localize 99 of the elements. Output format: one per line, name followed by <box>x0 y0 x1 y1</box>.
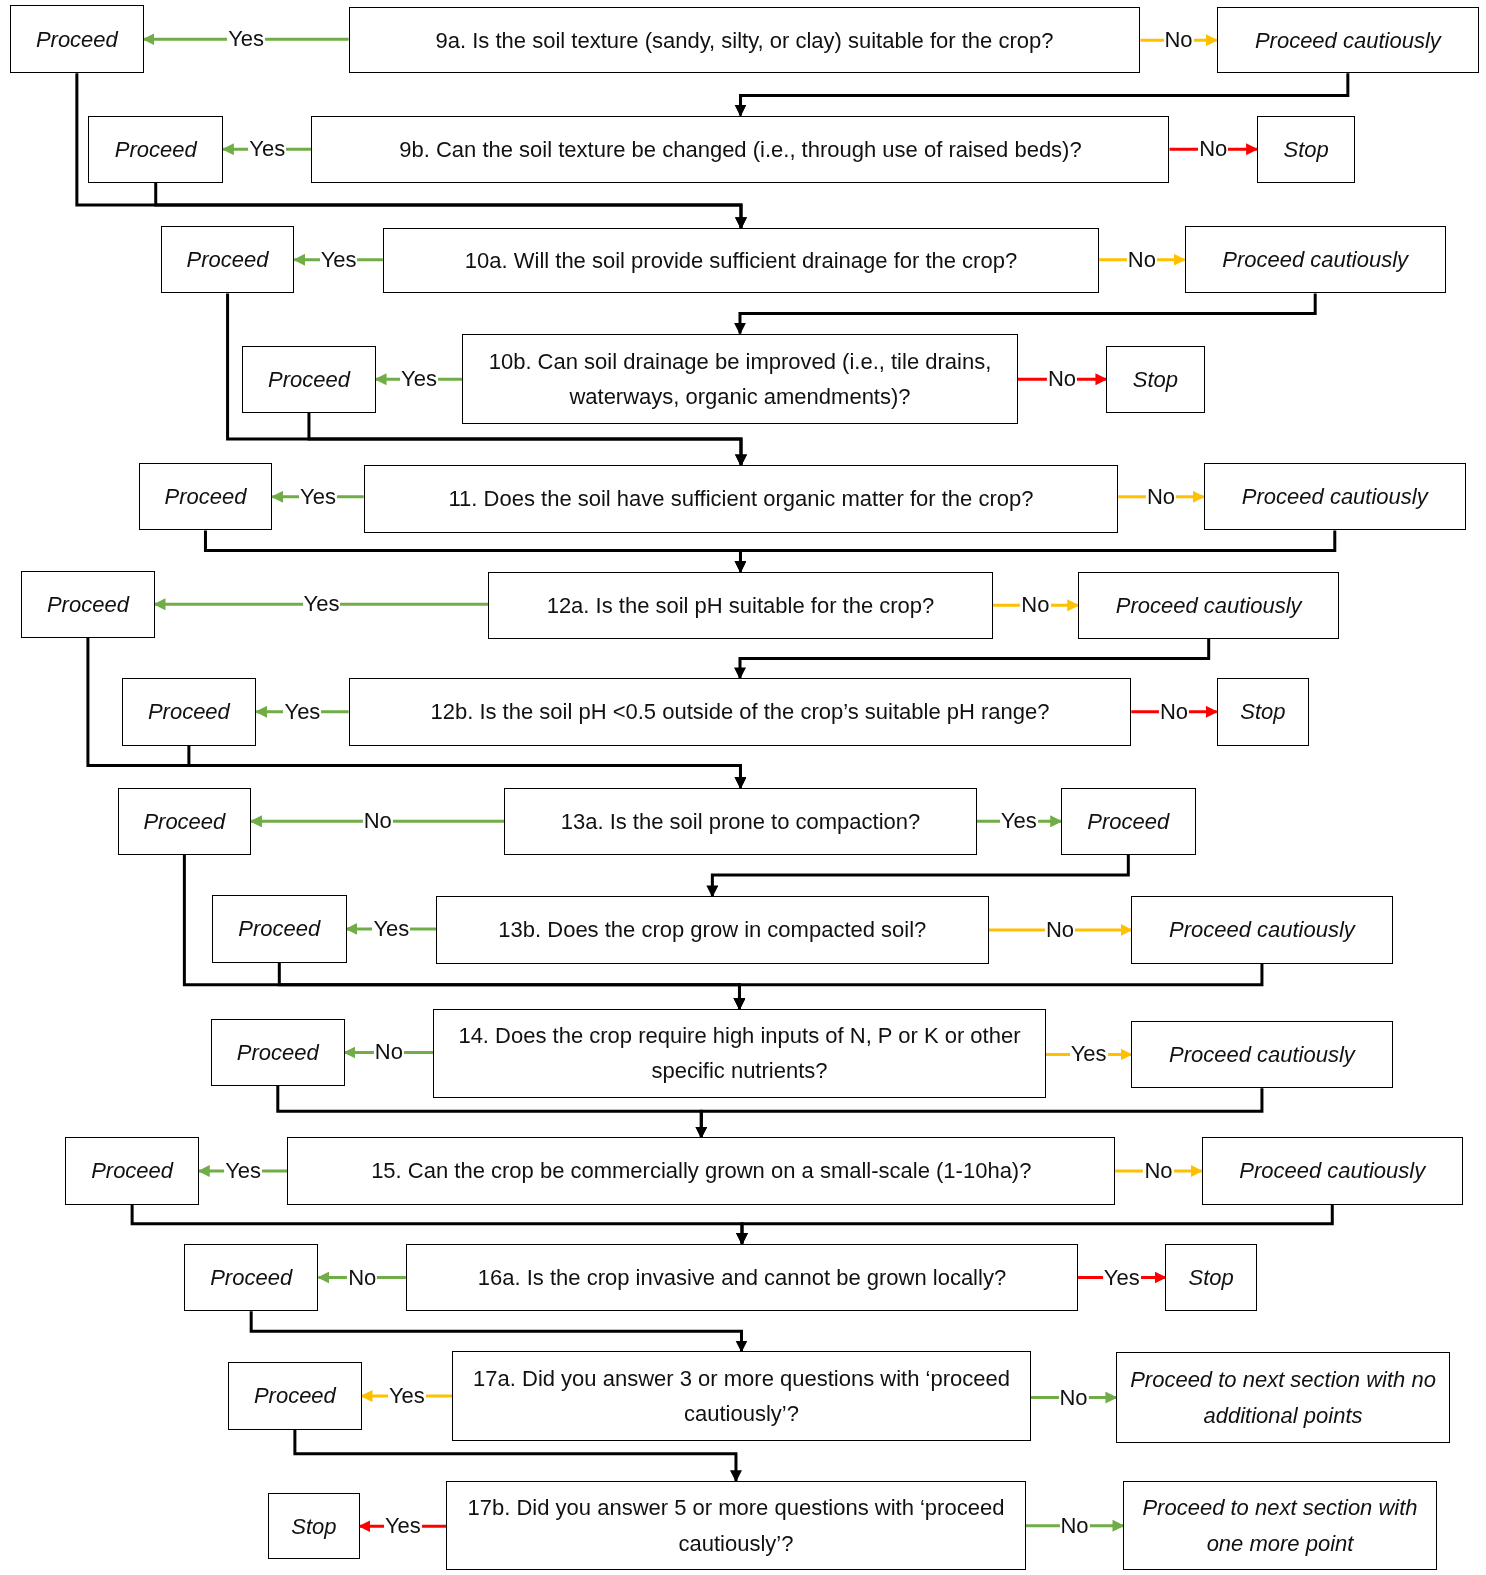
outcome-text: Proceed <box>236 1038 319 1067</box>
question-box <box>287 1137 1116 1205</box>
flow-arrow <box>734 530 1337 573</box>
question-box <box>488 571 993 639</box>
question-text: 12b. Is the soil pH <0.5 outside of the crop’s suitable pH range? <box>430 698 1050 727</box>
outcome-text: Proceed cautiously <box>1222 246 1409 275</box>
question-text: 13b. Does the crop grow in compacted soil? <box>498 916 927 945</box>
labeled-arrow <box>153 598 489 611</box>
question-text: 17a. Did you answer 3 or more questions with ‘proceed cautiously’? <box>472 1364 1011 1429</box>
question-text: 11. Does the soil have sufficient organic matter for the crop? <box>448 485 1034 514</box>
outcome-box <box>1061 787 1196 855</box>
outcome-box <box>183 1243 319 1312</box>
outcome-box <box>1256 115 1356 183</box>
outcome-box <box>1116 1352 1450 1443</box>
outcome-text: Stop <box>291 1512 337 1541</box>
outcome-box <box>1078 571 1340 639</box>
outcome-text: Proceed cautiously <box>1169 1040 1355 1069</box>
outcome-text: Proceed <box>1087 807 1170 836</box>
question-text: 14. Does the crop require high inputs of N, P or K or other specific nutrients? <box>457 1022 1022 1086</box>
question-box <box>436 896 989 964</box>
outcome-text: Proceed <box>143 807 226 836</box>
question-box <box>452 1351 1031 1441</box>
outcome-box <box>117 787 252 855</box>
outcome-text: Proceed cautiously <box>1241 483 1428 512</box>
outcome-text: Proceed <box>186 246 269 275</box>
question-text: 12a. Is the soil pH suitable for the crop? <box>546 591 935 620</box>
labeled-arrow <box>250 815 505 828</box>
question-text: 9b. Can the soil texture be changed (i.e., through use of raised beds)? <box>399 135 1082 164</box>
outcome-text: Proceed cautiously <box>1239 1157 1426 1186</box>
outcome-box <box>1203 463 1466 531</box>
outcome-text: Proceed <box>210 1263 293 1292</box>
outcome-text: Proceed <box>114 135 197 164</box>
question-box <box>405 1243 1079 1312</box>
outcome-box <box>138 463 273 531</box>
question-text: 10a. Will the soil provide sufficient drainage for the crop? <box>464 247 1018 276</box>
question-box <box>446 1480 1026 1571</box>
outcome-box <box>1165 1243 1257 1312</box>
question-text: 13a. Is the soil prone to compaction? <box>560 807 921 836</box>
outcome-text: Proceed to next section with no additional points <box>1129 1366 1437 1430</box>
outcome-box <box>228 1362 362 1430</box>
outcome-text: Proceed <box>35 25 118 54</box>
outcome-box <box>160 226 295 294</box>
outcome-box <box>212 895 347 963</box>
question-box <box>382 228 1100 294</box>
outcome-box <box>10 5 144 74</box>
outcome-box <box>65 1137 199 1205</box>
outcome-text: Proceed <box>253 1382 336 1411</box>
flow-arrow <box>706 855 1130 898</box>
outcome-box <box>1123 1480 1437 1571</box>
outcome-text: Proceed cautiously <box>1254 26 1441 55</box>
flow-arrow <box>733 963 1264 1010</box>
flow-arrow <box>734 293 1317 335</box>
outcome-text: Proceed cautiously <box>1169 916 1355 945</box>
flow-arrow <box>736 1204 1334 1246</box>
question-box <box>433 1008 1046 1099</box>
question-text: 17b. Did you answer 5 or more questions with ‘proceed cautiously’? <box>466 1494 1006 1558</box>
flow-arrow <box>734 73 1350 117</box>
outcome-text: Proceed <box>164 483 247 512</box>
outcome-text: Stop <box>1188 1263 1234 1292</box>
outcome-text: Stop <box>1283 135 1329 164</box>
question-box <box>363 465 1119 533</box>
flow-arrow <box>154 182 747 230</box>
outcome-text: Proceed to next section with one more point <box>1141 1494 1419 1558</box>
question-text: 16a. Is the crop invasive and cannot be grown locally? <box>477 1263 1007 1292</box>
outcome-text: Proceed <box>147 698 230 727</box>
outcome-box <box>1106 345 1205 413</box>
outcome-text: Proceed <box>91 1157 174 1186</box>
outcome-box <box>268 1493 360 1560</box>
question-text: 15. Can the crop be commercially grown on a small-scale (1-10ha)? <box>371 1157 1032 1186</box>
outcome-text: Proceed <box>267 365 350 394</box>
outcome-box <box>211 1018 345 1087</box>
outcome-box <box>1184 226 1446 294</box>
flow-arrow <box>293 1429 742 1483</box>
question-text: 9a. Is the soil texture (sandy, silty, or clay) suitable for the crop? <box>435 26 1054 55</box>
outcome-text: Proceed <box>238 915 321 944</box>
flow-arrow <box>734 639 1211 680</box>
question-box <box>348 7 1141 74</box>
flow-arrow <box>249 1311 748 1353</box>
outcome-text: Stop <box>1132 365 1179 394</box>
outcome-box <box>1131 1020 1393 1089</box>
outcome-box <box>21 570 155 638</box>
outcome-box <box>88 115 224 183</box>
outcome-box <box>1216 7 1479 74</box>
question-text: 10b. Can soil drainage be improved (i.e., tile drains, waterways, organic amendments)? <box>487 347 993 411</box>
outcome-text: Proceed <box>46 590 129 619</box>
flow-arrow <box>695 1088 1264 1139</box>
flow-arrow <box>187 745 747 789</box>
flow-arrow <box>307 412 747 467</box>
question-box <box>348 678 1132 746</box>
question-box <box>504 787 977 855</box>
outcome-box <box>1131 896 1393 964</box>
outcome-box <box>1216 678 1310 746</box>
outcome-box <box>1201 1137 1463 1205</box>
outcome-box <box>121 678 257 746</box>
outcome-box <box>242 345 376 413</box>
outcome-text: Stop <box>1240 698 1286 727</box>
question-box <box>311 115 1170 183</box>
question-box <box>462 333 1018 424</box>
outcome-text: Proceed cautiously <box>1115 591 1302 620</box>
